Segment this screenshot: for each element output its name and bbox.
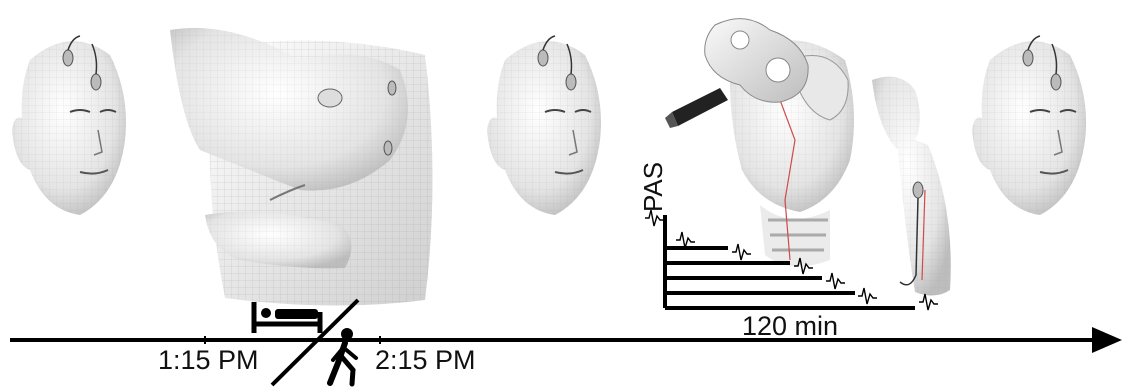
timeline-arrow-head (1092, 327, 1122, 353)
head-with-electrodes-2 (487, 36, 601, 215)
sleeping-person-illustration (170, 28, 433, 306)
pas-label: PAS (640, 162, 666, 212)
arm-with-emg-electrode (872, 77, 951, 296)
time-label-start: 1:15 PM (158, 347, 259, 374)
pas-duration-label: 120 min (742, 313, 838, 340)
head-with-electrodes-3 (972, 36, 1086, 215)
mep-waveform (919, 294, 938, 310)
mep-waveform (645, 210, 664, 226)
bed-icon (254, 302, 320, 333)
time-label-end: 2:15 PM (375, 347, 476, 374)
mep-waveform (858, 288, 877, 304)
mep-waveform (826, 273, 845, 289)
head-with-electrodes-1 (12, 36, 126, 215)
mep-waveform (676, 232, 695, 248)
walking-person-icon (330, 328, 356, 384)
pas-stimulation-illustration (665, 19, 951, 296)
mep-waveform (732, 244, 751, 260)
